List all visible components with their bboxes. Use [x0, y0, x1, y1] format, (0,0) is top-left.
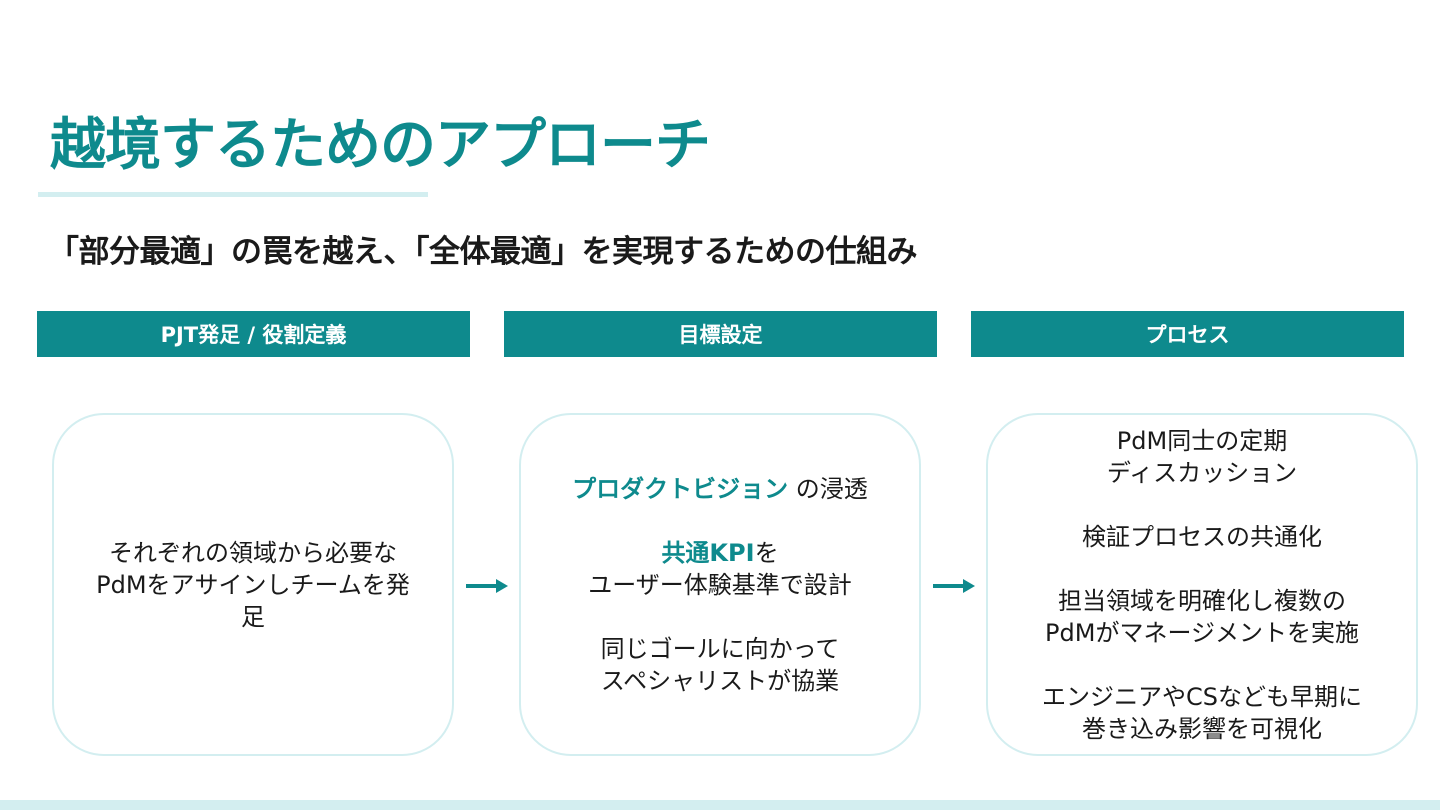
header-goal-setting: 目標設定 — [504, 311, 937, 357]
process-block3-line2: PdMがマネージメントを実施 — [1045, 618, 1359, 647]
header-project-start: PJT発足 / 役割定義 — [37, 311, 470, 357]
card-text-line: 足 — [241, 602, 265, 631]
card-process: PdM同士の定期 ディスカッション 検証プロセスの共通化 担当領域を明確化し複数… — [986, 413, 1418, 756]
process-block3-line1: 担当領域を明確化し複数の — [1058, 586, 1346, 615]
kpi-accent: 共通KPI — [661, 538, 755, 567]
kpi-line-2: ユーザー体験基準で設計 — [588, 570, 852, 599]
goal-line-1: 同じゴールに向かって — [600, 634, 840, 663]
card-text-line: それぞれの領域から必要な — [109, 538, 397, 567]
vision-rest: の浸透 — [788, 474, 868, 503]
slide-title: 越境するためのアプローチ — [50, 113, 711, 178]
goal-line-2: スペシャリストが協業 — [600, 666, 840, 695]
title-underline — [38, 192, 428, 197]
card-project-start: それぞれの領域から必要な PdMをアサインしチームを発 足 — [52, 413, 454, 756]
card-text-line: PdMをアサインしチームを発 — [96, 570, 410, 599]
kpi-rest: を — [754, 538, 779, 567]
process-block4-line1: エンジニアやCSなども早期に — [1042, 682, 1362, 711]
process-block1-line2: ディスカッション — [1106, 458, 1298, 487]
process-block1-line1: PdM同士の定期 — [1116, 426, 1288, 455]
card-goal-setting: プロダクトビジョン の浸透 共通KPIを ユーザー体験基準で設計 同じゴールに向… — [519, 413, 921, 756]
vision-line: プロダクトビジョン の浸透 — [572, 473, 868, 505]
process-block2-line1: 検証プロセスの共通化 — [1082, 522, 1322, 551]
kpi-line: 共通KPIを — [661, 537, 778, 569]
slide-subtitle: 「部分最適」の罠を越え、「全体最適」を実現するための仕組み — [48, 234, 918, 270]
bottom-accent-bar — [0, 800, 1440, 810]
header-process: プロセス — [971, 311, 1404, 357]
arrow-right-icon — [933, 579, 975, 593]
vision-accent: プロダクトビジョン — [572, 474, 789, 503]
process-block4-line2: 巻き込み影響を可視化 — [1082, 714, 1322, 743]
arrow-right-icon — [466, 579, 508, 593]
